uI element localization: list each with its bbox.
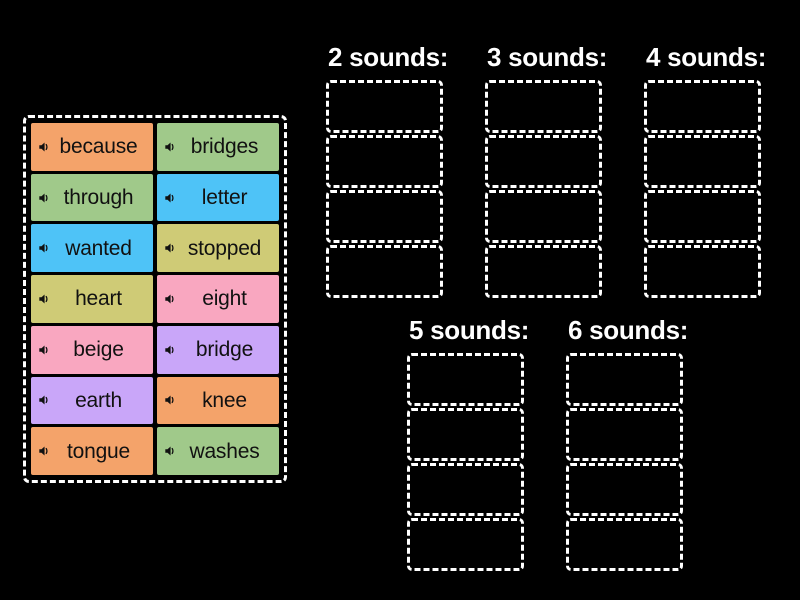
- speaker-icon[interactable]: [164, 140, 178, 154]
- group-title: 2 sounds:: [328, 42, 449, 72]
- word-tile[interactable]: beige: [31, 325, 153, 374]
- word-tile-label: letter: [201, 186, 248, 210]
- word-tile[interactable]: through: [31, 173, 153, 222]
- drop-slot[interactable]: [644, 135, 761, 188]
- speaker-icon[interactable]: [38, 292, 52, 306]
- group-title: 4 sounds:: [646, 42, 767, 72]
- word-tile-label: knee: [202, 388, 247, 412]
- drop-slot[interactable]: [566, 353, 683, 406]
- drop-slot[interactable]: [644, 245, 761, 298]
- drop-slot[interactable]: [485, 190, 602, 243]
- sound-group-2: 2 sounds:: [326, 44, 448, 298]
- word-tile[interactable]: because: [31, 123, 153, 171]
- drop-slot-list: [566, 353, 688, 571]
- word-tile[interactable]: eight: [157, 275, 279, 323]
- drop-slot[interactable]: [566, 408, 683, 461]
- speaker-icon[interactable]: [38, 241, 52, 255]
- word-tile-label: bridge: [195, 338, 254, 362]
- drop-slot[interactable]: [485, 245, 602, 298]
- drop-slot-list: [485, 80, 607, 298]
- drop-slot[interactable]: [407, 353, 524, 406]
- word-tile-label: washes: [189, 439, 260, 463]
- word-tile-label: eight: [202, 287, 247, 311]
- drop-slot[interactable]: [407, 463, 524, 516]
- drop-slot-list: [326, 80, 448, 298]
- drop-slot[interactable]: [326, 135, 443, 188]
- word-tile[interactable]: stopped: [157, 224, 279, 273]
- speaker-icon[interactable]: [164, 292, 178, 306]
- drop-slot[interactable]: [566, 518, 683, 571]
- drop-slot[interactable]: [566, 463, 683, 516]
- sound-group-4: 4 sounds:: [644, 44, 766, 298]
- speaker-icon[interactable]: [164, 393, 178, 407]
- word-tile-label: heart: [75, 287, 122, 311]
- word-tile[interactable]: bridges: [157, 123, 279, 171]
- speaker-icon[interactable]: [38, 444, 52, 458]
- word-tile-label: bridges: [190, 135, 259, 159]
- speaker-icon[interactable]: [164, 343, 178, 357]
- word-tile[interactable]: tongue: [31, 427, 153, 475]
- drop-slot-list: [407, 353, 529, 571]
- word-bank-container: because bridges through letter wanted stopped…: [23, 115, 287, 483]
- word-tile[interactable]: heart: [31, 275, 153, 323]
- word-tile-label: wanted: [65, 236, 132, 260]
- speaker-icon[interactable]: [164, 241, 178, 255]
- speaker-icon[interactable]: [38, 140, 52, 154]
- group-title: 5 sounds:: [409, 315, 530, 345]
- sound-group-6: 6 sounds:: [566, 317, 688, 571]
- speaker-icon[interactable]: [164, 191, 178, 205]
- sound-group-3: 3 sounds:: [485, 44, 607, 298]
- word-tile-label: beige: [73, 338, 124, 362]
- speaker-icon[interactable]: [164, 444, 178, 458]
- word-tile-label: because: [59, 135, 138, 159]
- word-tile[interactable]: bridge: [157, 325, 279, 374]
- word-tile[interactable]: knee: [157, 376, 279, 425]
- group-title: 3 sounds:: [487, 42, 608, 72]
- word-tile-label: stopped: [187, 236, 262, 260]
- sound-group-5: 5 sounds:: [407, 317, 529, 571]
- drop-slot[interactable]: [326, 190, 443, 243]
- drop-slot[interactable]: [485, 135, 602, 188]
- drop-slot[interactable]: [485, 80, 602, 133]
- drop-slot[interactable]: [326, 80, 443, 133]
- speaker-icon[interactable]: [38, 343, 52, 357]
- word-tile-label: through: [63, 186, 134, 210]
- word-tile[interactable]: earth: [31, 376, 153, 425]
- drop-slot[interactable]: [407, 408, 524, 461]
- word-tile[interactable]: wanted: [31, 224, 153, 273]
- word-tile-grid: because bridges through letter wanted stopped…: [31, 123, 279, 475]
- drop-slot[interactable]: [326, 245, 443, 298]
- word-tile[interactable]: letter: [157, 173, 279, 222]
- speaker-icon[interactable]: [38, 393, 52, 407]
- drop-slot[interactable]: [644, 80, 761, 133]
- drop-slot[interactable]: [644, 190, 761, 243]
- drop-slot-list: [644, 80, 766, 298]
- word-tile-label: tongue: [66, 439, 131, 463]
- drop-slot[interactable]: [407, 518, 524, 571]
- word-tile-label: earth: [75, 388, 122, 412]
- speaker-icon[interactable]: [38, 191, 52, 205]
- group-title: 6 sounds:: [568, 315, 689, 345]
- word-tile[interactable]: washes: [157, 427, 279, 475]
